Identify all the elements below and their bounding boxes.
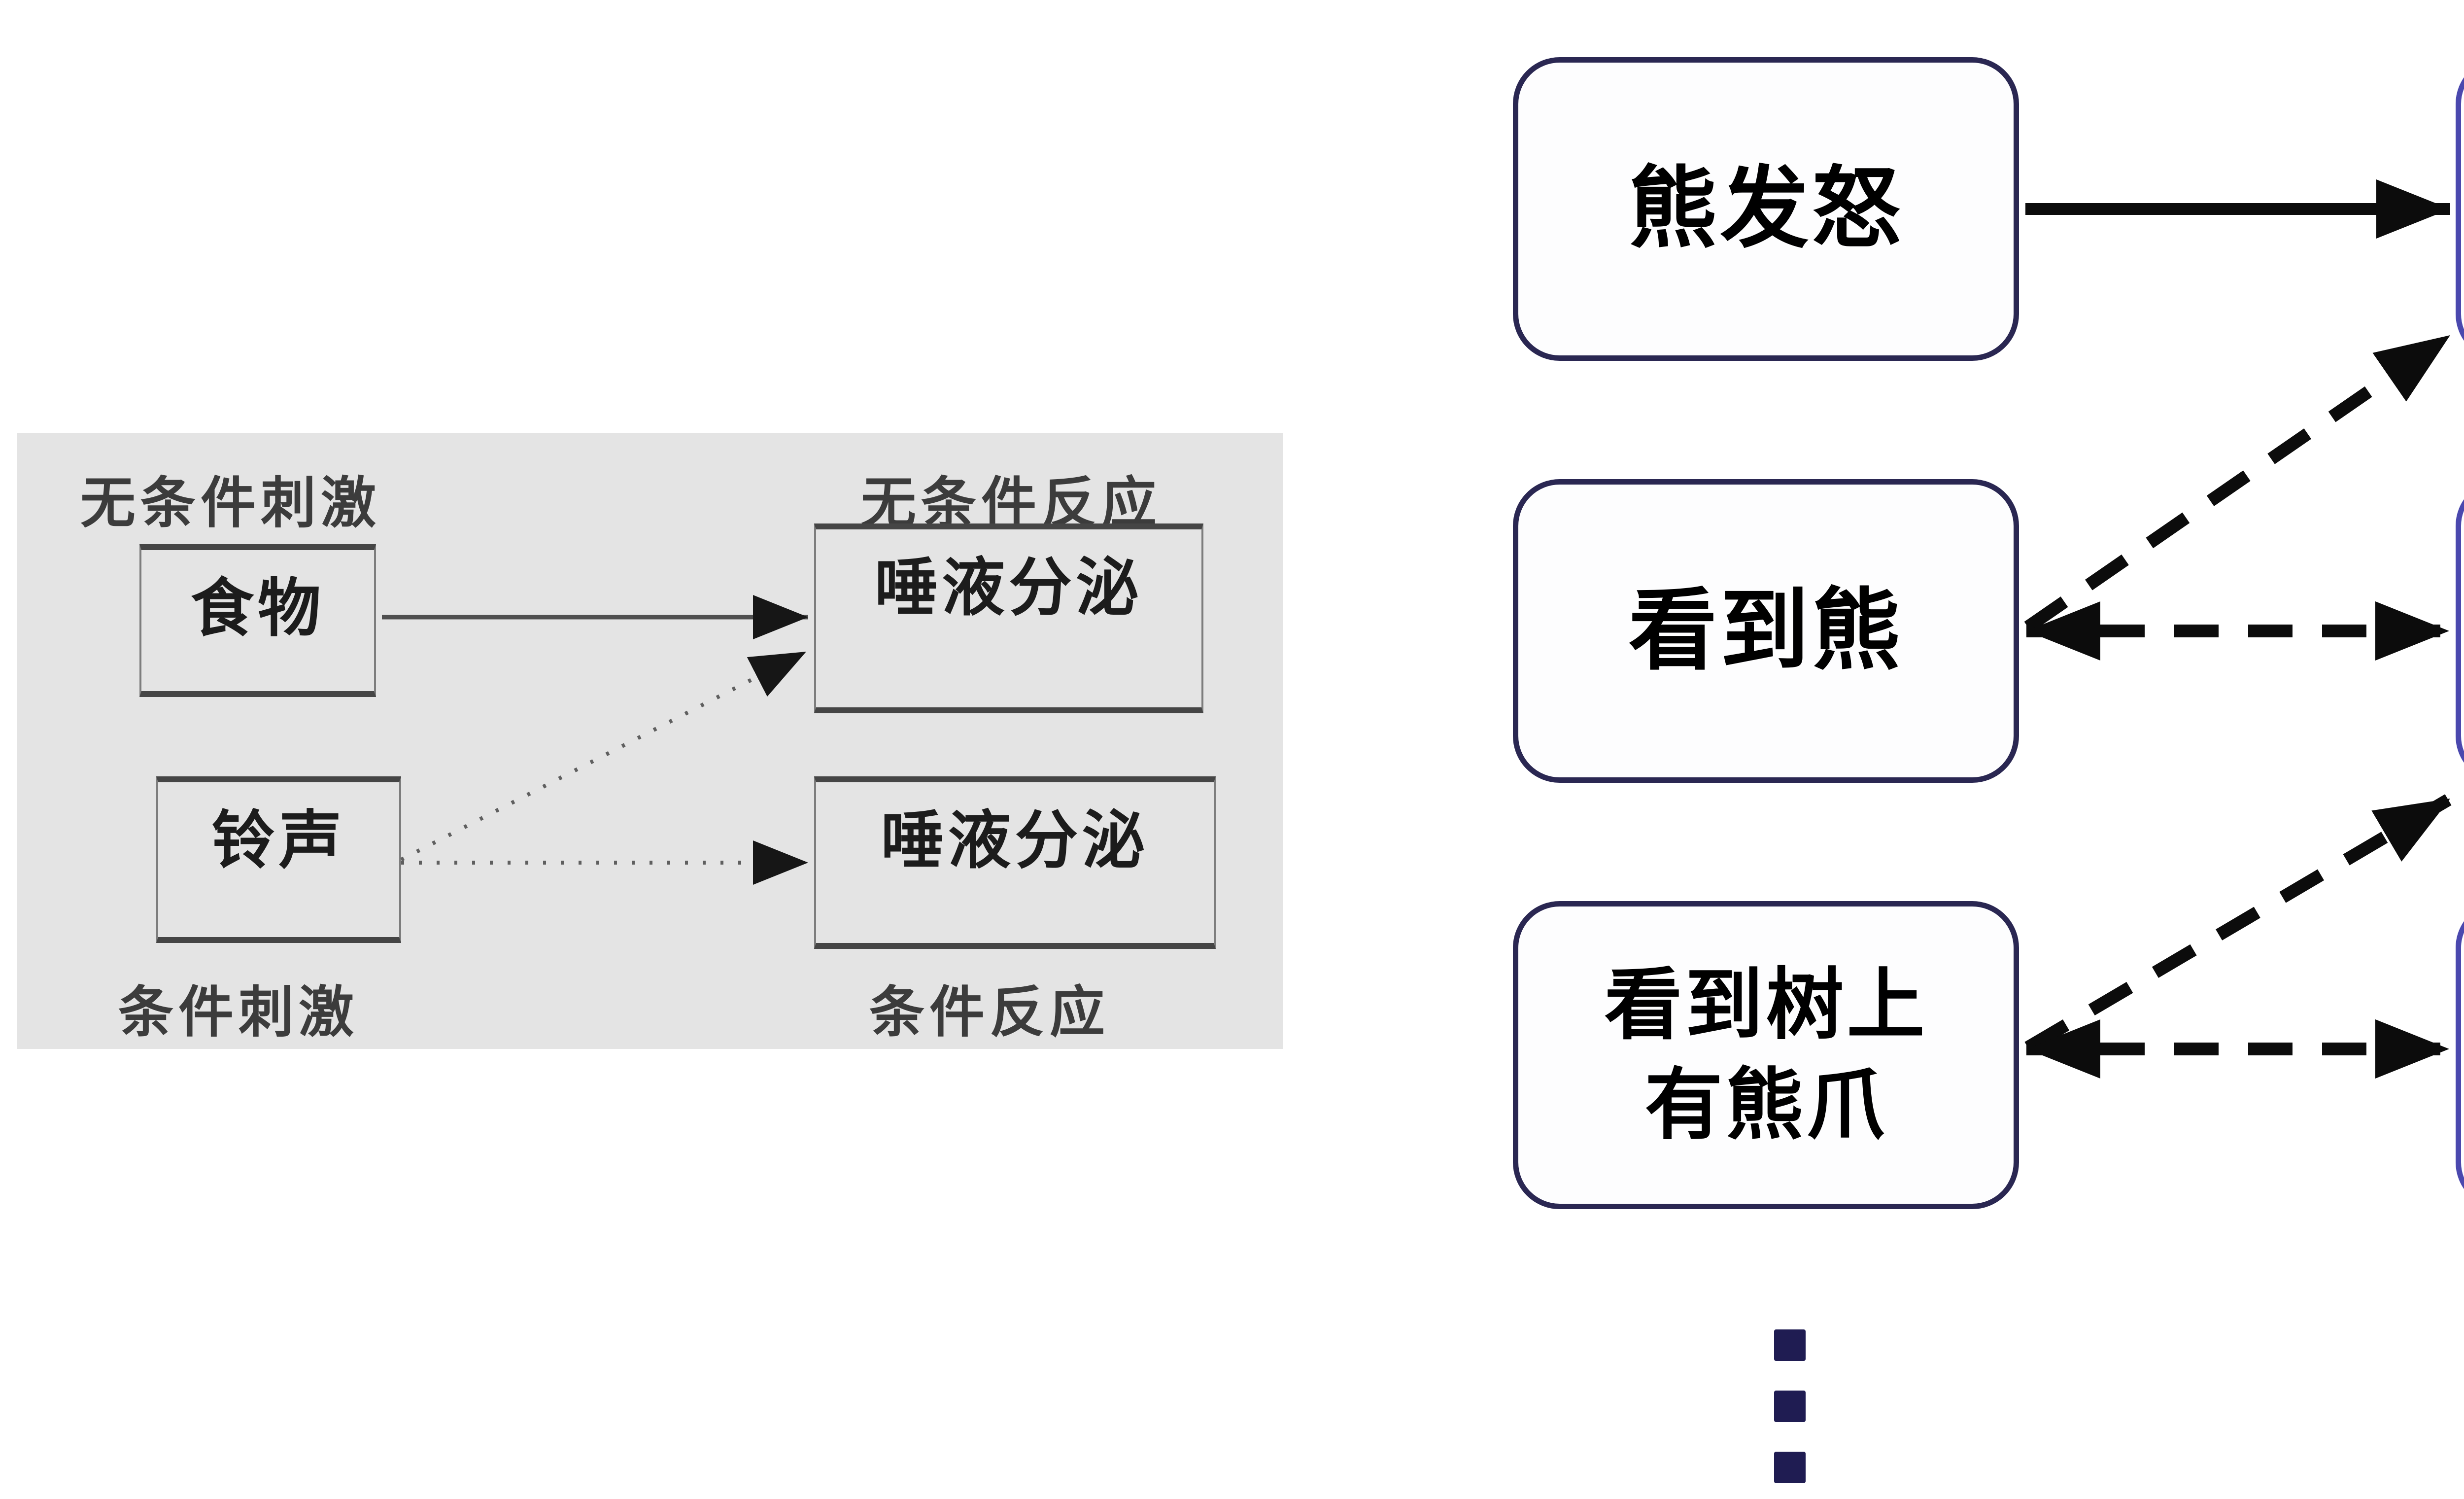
label-conditioned-response: 条件反应 bbox=[869, 981, 1110, 1043]
vertical-ellipsis-states-icon bbox=[1774, 1329, 1806, 1483]
box-value-next-state: V(s′) bbox=[2456, 479, 2464, 783]
box-salivation-unconditioned: 唾液分泌 bbox=[814, 523, 1203, 713]
box-reward: 奖励 bbox=[2456, 57, 2464, 361]
box-food: 食物 bbox=[139, 544, 376, 697]
label-conditioned-stimulus: 条件刺激 bbox=[118, 981, 359, 1043]
box-bear-angry-label: 熊发怒 bbox=[1628, 159, 1904, 258]
box-value-current-state: V(s) bbox=[2456, 901, 2464, 1209]
box-see-bear-label: 看到熊 bbox=[1628, 581, 1904, 680]
box-see-bear-claw-label: 看到树上 有熊爪 bbox=[1604, 962, 1928, 1149]
arrow-claw-to-value-next-dashed bbox=[2024, 793, 2454, 1053]
box-food-label: 食物 bbox=[190, 573, 325, 644]
label-unconditioned-stimulus: 无条件刺激 bbox=[80, 472, 381, 534]
arrow-see-bear-to-reward-dashed bbox=[2024, 330, 2454, 632]
box-see-bear-claw: 看到树上 有熊爪 bbox=[1513, 901, 2019, 1209]
box-bell-label: 铃声 bbox=[211, 805, 346, 876]
pavlov-panel: 无条件刺激 无条件反应 条件刺激 条件反应 食物 唾液分泌 铃声 唾液分泌 bbox=[17, 433, 1283, 1049]
box-salivation-conditioned: 唾液分泌 bbox=[814, 776, 1216, 949]
box-salivation-unconditioned-label: 唾液分泌 bbox=[874, 553, 1143, 623]
box-see-bear: 看到熊 bbox=[1513, 479, 2019, 783]
box-bear-angry: 熊发怒 bbox=[1513, 57, 2019, 361]
box-bell: 铃声 bbox=[156, 776, 401, 943]
box-salivation-conditioned-label: 唾液分泌 bbox=[881, 805, 1149, 876]
